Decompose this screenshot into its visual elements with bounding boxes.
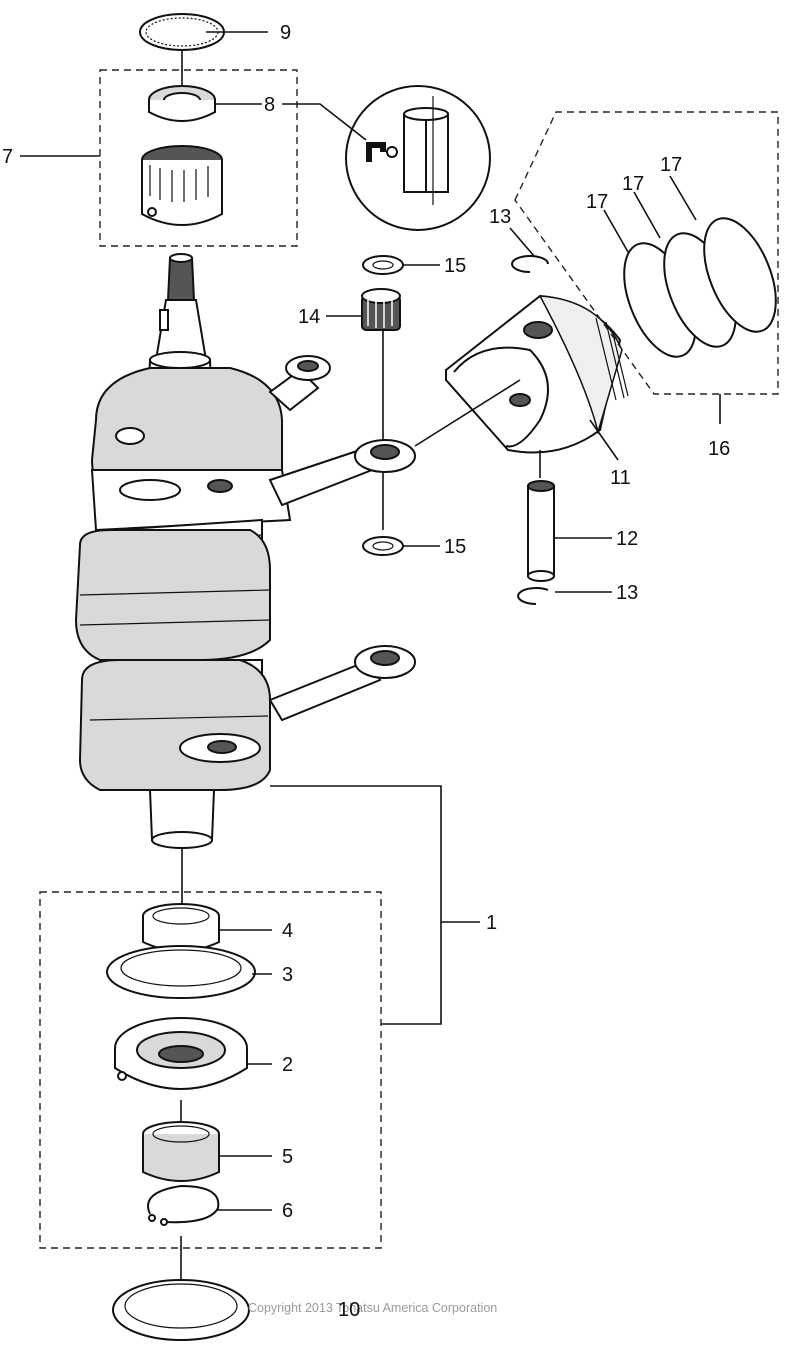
callout-11: 11 (610, 467, 631, 489)
callout-15-upper: 15 (444, 255, 466, 277)
part-7-needle-bearing (141, 145, 223, 226)
callout-10: 10 (338, 1299, 360, 1321)
part-6-snap-ring (147, 1184, 220, 1226)
callout-2: 2 (282, 1054, 293, 1076)
callout-13-lower: 13 (616, 582, 638, 604)
part-17-piston-rings (623, 217, 777, 358)
part-1-bearing-kit-box (39, 891, 382, 1249)
callout-17-c: 17 (660, 154, 682, 176)
callout-7: 7 (2, 146, 13, 168)
part-12-piston-pin (527, 480, 555, 582)
callout-16: 16 (708, 438, 730, 460)
callout-14: 14 (298, 306, 320, 328)
part-10-shim (112, 1279, 250, 1341)
part-5-sleeve (142, 1121, 220, 1182)
part-15-washer-upper (362, 255, 404, 275)
part-13-circlip-lower (517, 587, 549, 605)
callout-1: 1 (486, 912, 497, 934)
callout-17-a: 17 (586, 191, 608, 213)
callout-8: 8 (264, 94, 275, 116)
callout-17-b: 17 (622, 173, 644, 195)
callout-15-lower: 15 (444, 536, 466, 558)
callout-5: 5 (282, 1146, 293, 1168)
part-13-circlip-upper (511, 255, 549, 273)
copyright-notice: Copyright 2013 Tohatsu America Corporati… (248, 1301, 497, 1315)
part-16-ring-set-box (514, 111, 779, 395)
part-4-collar (142, 903, 220, 952)
grease-detail-inset (282, 85, 491, 231)
grease-application-icon (366, 142, 398, 162)
part-7-kit-box (99, 69, 298, 247)
part-14-needle-bearing-small (361, 288, 401, 331)
callout-4: 4 (282, 920, 293, 942)
part-11-piston (414, 294, 629, 454)
part-8-oil-seal (148, 85, 216, 122)
callout-13-upper: 13 (489, 206, 511, 228)
part-15-washer-lower (362, 536, 404, 556)
callout-3: 3 (282, 964, 293, 986)
part-3-shim (106, 945, 256, 999)
crankshaft (74, 253, 416, 849)
callout-9: 9 (280, 22, 291, 44)
callout-12: 12 (616, 528, 638, 550)
part-2-ball-bearing (114, 1017, 248, 1090)
callout-6: 6 (282, 1200, 293, 1222)
